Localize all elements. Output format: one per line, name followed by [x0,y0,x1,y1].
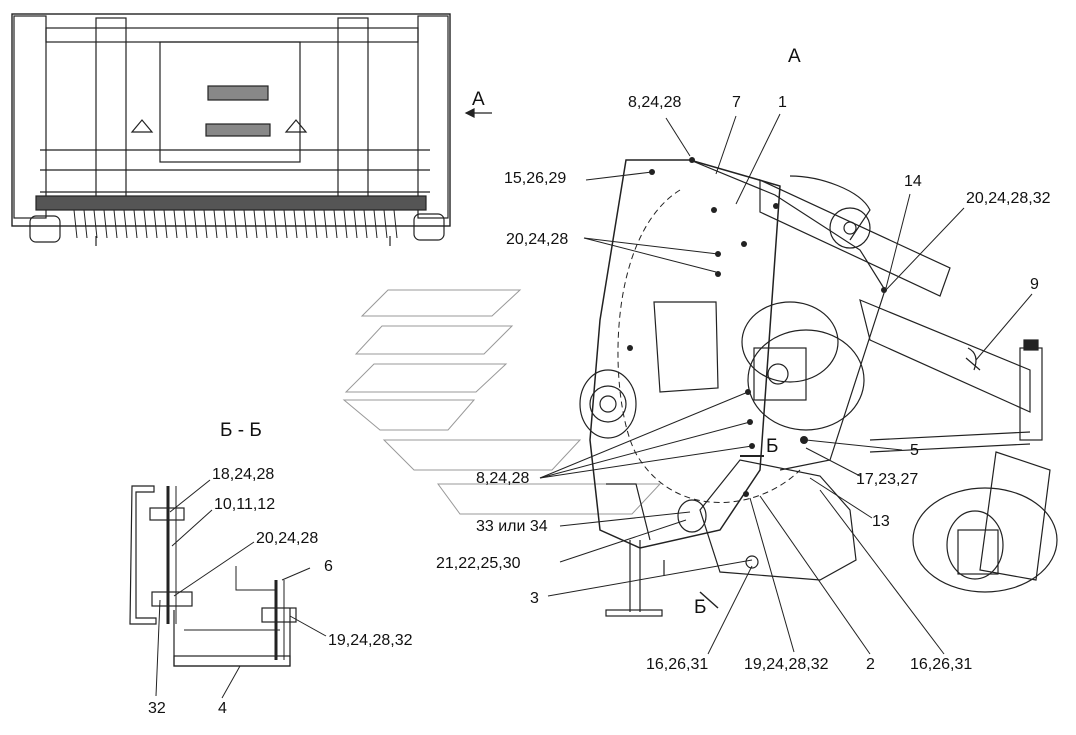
chevron-logo [342,289,662,515]
section-title: Б - Б [220,420,262,441]
callout-20-24-28-32-top: 20,24,28,32 [966,190,1051,207]
callout-21-22-25-30: 21,22,25,30 [436,555,521,572]
section-callout-32: 32 [148,700,166,717]
callout-8-24-28-top: 8,24,28 [628,94,682,111]
callout-8-24-28-bottom: 8,24,28 [476,470,530,487]
side-view [579,157,1058,617]
callout-14: 14 [904,173,922,190]
view-a-arrow [464,108,492,118]
callout-19-24-28-32-bottom: 19,24,28,32 [744,656,829,673]
callout-17-23-27: 17,23,27 [856,471,919,488]
callout-2: 2 [866,656,875,673]
section-mark-top: Б [766,436,779,457]
callout-16-26-31-right: 16,26,31 [910,656,973,673]
section-bb-detail [129,479,327,699]
view-a-arrow-label: А [472,89,485,110]
section-callout-4: 4 [218,700,227,717]
callout-33-or-34: 33 или 34 [476,518,548,535]
callout-1: 1 [778,94,787,111]
section-callout-18-24-28: 18,24,28 [212,466,275,483]
callout-3: 3 [530,590,539,607]
callout-13: 13 [872,513,890,530]
section-callout-19-24-28-32: 19,24,28,32 [328,632,413,649]
callout-9: 9 [1030,276,1039,293]
callout-15-26-29: 15,26,29 [504,170,567,187]
section-mark-bottom: Б [694,597,707,618]
callout-16-26-31-left: 16,26,31 [646,656,709,673]
section-callout-6: 6 [324,558,333,575]
section-callout-20-24-28: 20,24,28 [256,530,319,547]
section-callout-10-11-12: 10,11,12 [214,496,276,513]
leader-lines [539,113,1033,655]
callout-5: 5 [910,442,919,459]
view-a-title: А [788,46,801,67]
callout-20-24-28-mid: 20,24,28 [506,231,569,248]
callout-7: 7 [732,94,741,111]
overview-front-view [11,13,451,246]
